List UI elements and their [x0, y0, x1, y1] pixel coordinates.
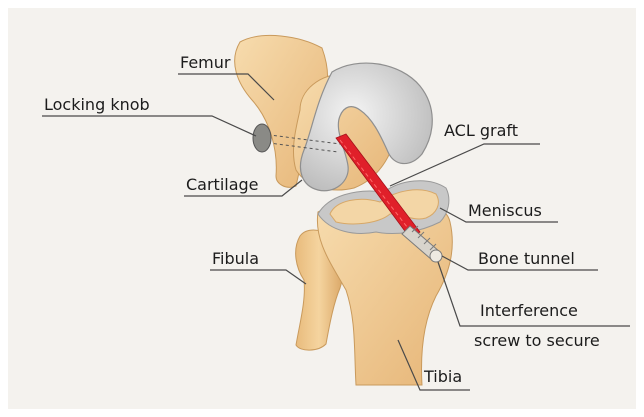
acl-graft-label: ACL graft	[444, 121, 518, 140]
fibula-label: Fibula	[212, 249, 259, 268]
interference-label-line2: screw to secure	[474, 331, 600, 350]
femur-label: Femur	[180, 53, 231, 72]
meniscus-label: Meniscus	[468, 201, 542, 220]
interference-label-line1: Interference	[480, 301, 578, 320]
tibia-label: Tibia	[423, 367, 462, 386]
bone-tunnel-label: Bone tunnel	[478, 249, 575, 268]
cartilage-label: Cartilage	[186, 175, 259, 194]
locking-knob-label: Locking knob	[44, 95, 150, 114]
locking-knob-shape	[253, 124, 271, 152]
